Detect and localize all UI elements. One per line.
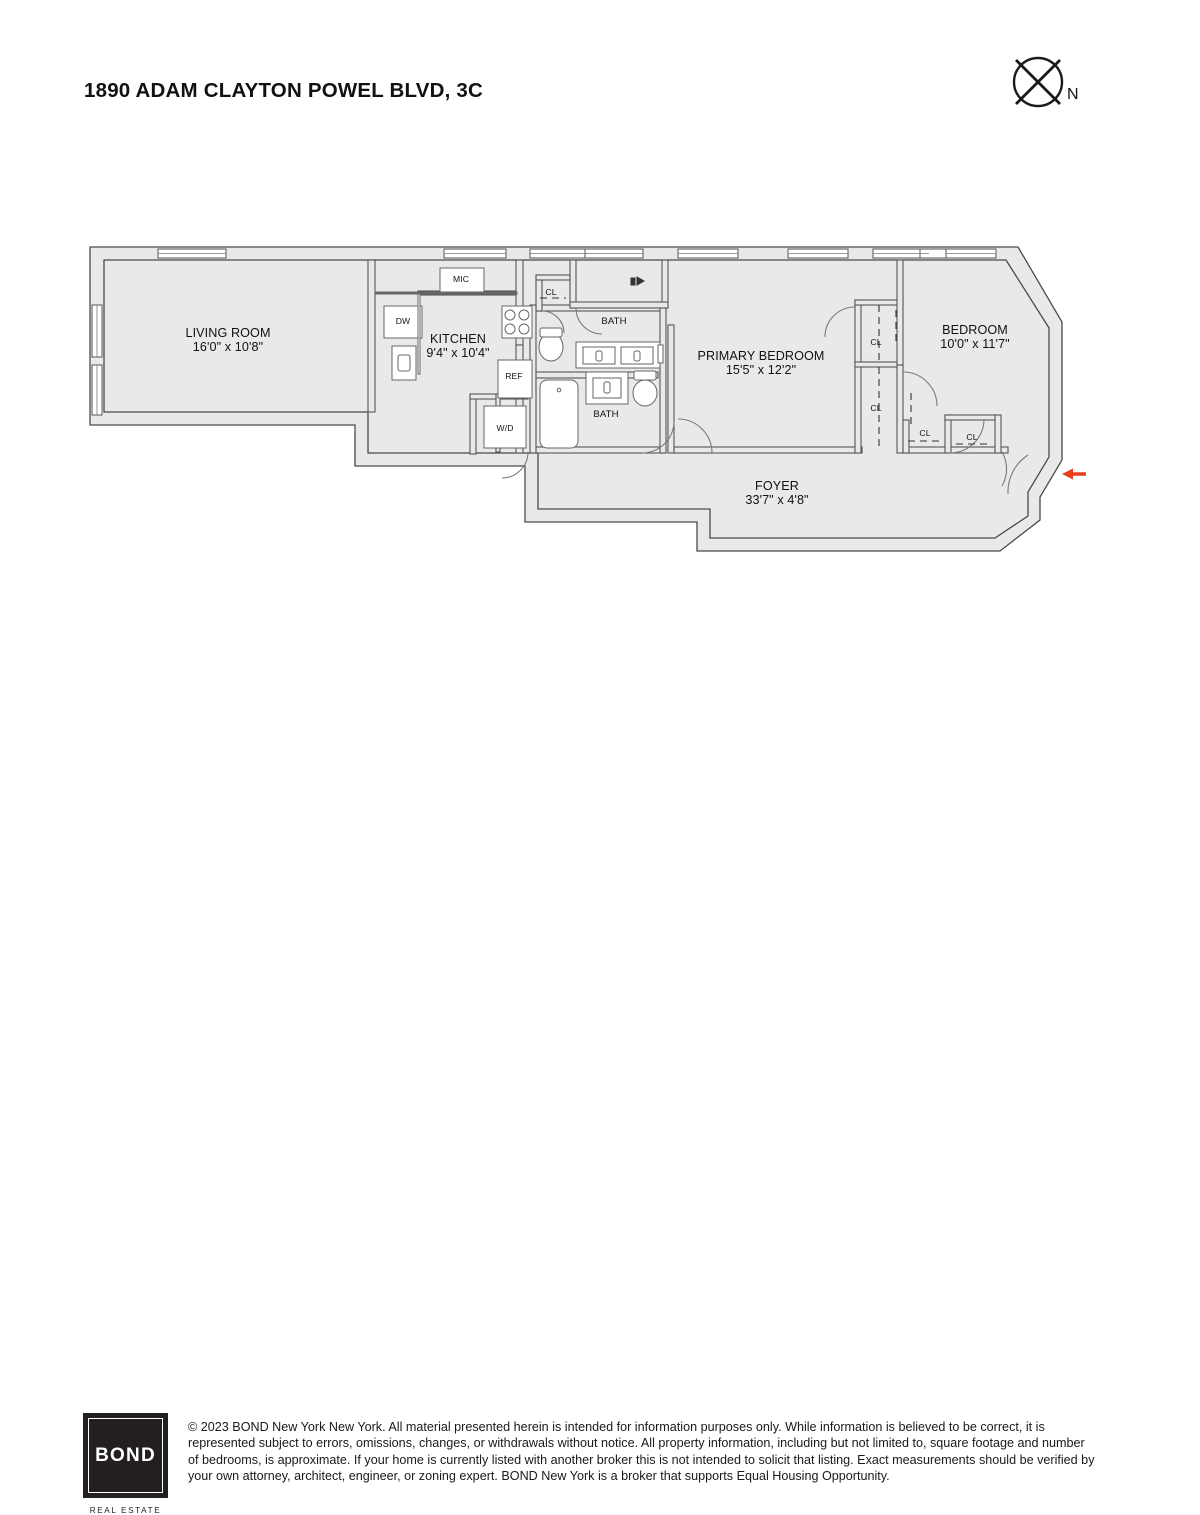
dishwasher-box (383, 305, 423, 339)
room-label-kitchen: KITCHEN 9'4" x 10'4" (426, 332, 489, 361)
closet-label-primary-upper: CL (870, 337, 882, 347)
area-label-bath-upper: BATH (601, 316, 627, 327)
compass-north-label: N (1067, 86, 1079, 103)
vanity-double (575, 341, 661, 369)
area-label-bath-lower: BATH (593, 409, 619, 420)
room-dimensions: 10'0" x 11'7" (940, 337, 1010, 352)
door-wd (501, 451, 529, 479)
bond-logo-text: BOND (95, 1444, 156, 1466)
door-symbol-top (630, 276, 646, 286)
floor-plan-drawing (89, 246, 1086, 552)
room-name: PRIMARY BEDROOM (697, 349, 825, 363)
interior-walls (367, 259, 1009, 455)
closet-label-entry-hall: CL (545, 287, 557, 297)
toilet-lower (632, 370, 658, 407)
appliance-label-dishwasher: DW (395, 316, 411, 326)
refrigerator-box (497, 359, 533, 399)
microwave-box (439, 267, 485, 293)
room-label-foyer: FOYER 33'7" x 4'8" (745, 479, 808, 508)
page-title: 1890 ADAM CLAYTON POWEL BLVD, 3C (84, 79, 484, 102)
footer: BOND REAL ESTATE © 2023 BOND New York Ne… (0, 700, 1200, 1515)
appliance-label-refrigerator: REF (505, 371, 523, 381)
room-dimensions: 16'0" x 10'8" (192, 340, 264, 355)
entry-arrow[interactable] (1062, 468, 1086, 480)
door-foyer-cl (949, 418, 985, 454)
toilet-upper (538, 327, 564, 362)
closet-label-primary-lower: CL (870, 403, 882, 413)
door-closet-entry (541, 310, 565, 334)
fixtures-group (374, 267, 664, 449)
door-entry (1007, 454, 1029, 495)
door-bath-upper (575, 307, 603, 335)
room-dimensions: 33'7" x 4'8" (745, 493, 809, 508)
door-closet-p1 (824, 306, 856, 338)
door-primary-bed (677, 418, 713, 454)
door-entry-inner (1001, 451, 1008, 487)
room-dimensions: 15'5" x 12'2" (725, 363, 797, 378)
door-bath-lower (641, 420, 675, 454)
door-swings (501, 306, 1029, 495)
appliance-label-washer-dryer: W/D (496, 423, 514, 433)
disclaimer-text: © 2023 BOND New York New York. All mater… (188, 1420, 1095, 1484)
floor-plan-svg (89, 246, 1086, 552)
room-name: LIVING ROOM (185, 326, 271, 340)
room-label-bedroom: BEDROOM 10'0" x 11'7" (940, 323, 1009, 352)
bond-logo: BOND (83, 1413, 168, 1498)
bathtub (539, 379, 579, 449)
closet-label-foyer-right: CL (966, 432, 978, 442)
closet-label-foyer-left: CL (919, 428, 931, 438)
vanity-single (585, 371, 629, 405)
room-label-primary-bedroom: PRIMARY BEDROOM 15'5" x 12'2" (698, 349, 825, 378)
appliance-label-microwave: MIC (452, 274, 470, 284)
closet-shelf-lines (540, 297, 990, 445)
room-name: FOYER (755, 479, 799, 493)
washer-dryer-box (483, 405, 527, 449)
compass-rose-icon: N (1003, 50, 1093, 120)
door-closet-bed (902, 371, 938, 407)
room-label-living-room: LIVING ROOM 16'0" x 10'8" (185, 326, 270, 355)
room-name: KITCHEN (430, 332, 486, 346)
room-dimensions: 9'4" x 10'4" (426, 346, 490, 361)
floor-plan-page: 1890 ADAM CLAYTON POWEL BLVD, 3C N (0, 50, 1200, 1515)
room-name: BEDROOM (942, 323, 1008, 337)
bond-logo-subtext: REAL ESTATE (89, 1506, 162, 1515)
